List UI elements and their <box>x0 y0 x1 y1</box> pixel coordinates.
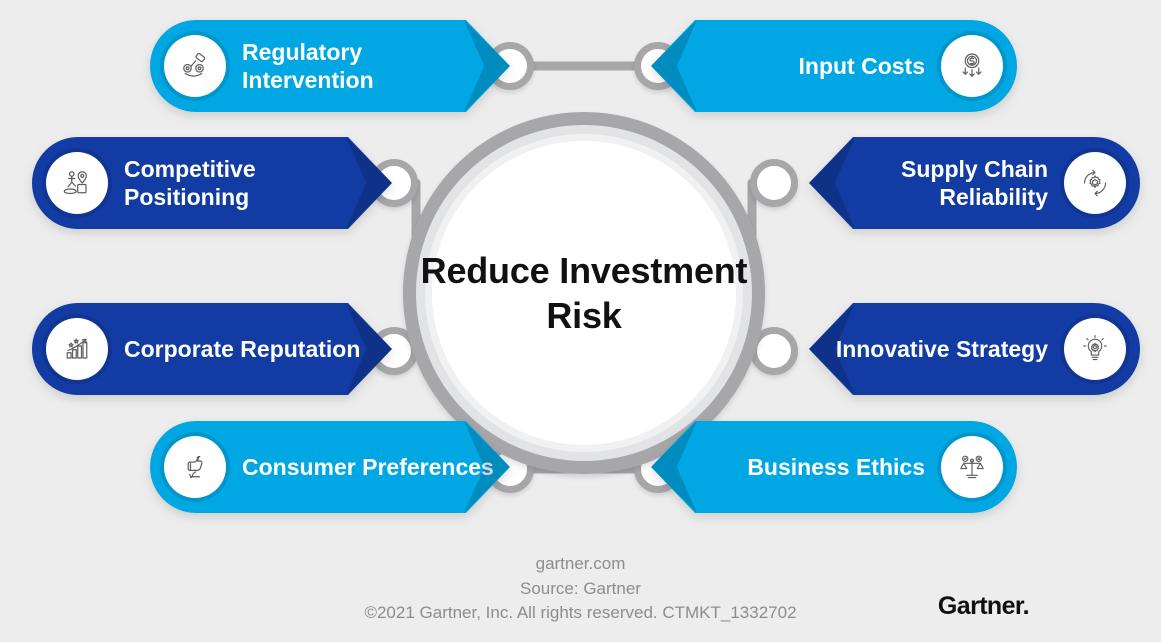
banner-supply-chain-reliability[interactable]: Supply Chain Reliability <box>809 137 1140 229</box>
gartner-logo: Gartner. <box>937 592 1030 620</box>
banner-competitive-positioning[interactable]: Competitive Positioning <box>32 137 392 229</box>
center-title: Reduce Investment Risk <box>420 250 748 336</box>
banner-input-costs[interactable]: Input Costs <box>651 20 1017 112</box>
balance-scales-icon <box>941 436 1003 498</box>
banner-label: Business Ethics <box>747 453 925 480</box>
center-hub: Reduce Investment Risk <box>403 112 765 474</box>
banner-label: Regulatory Intervention <box>242 38 374 93</box>
banner-fold <box>651 421 697 513</box>
thumbs-up-hands-icon <box>164 436 226 498</box>
climber-pin-icon <box>46 152 108 214</box>
banner-corporate-reputation[interactable]: Corporate Reputation <box>32 303 392 395</box>
footer-line-source: Source: Gartner <box>520 578 641 598</box>
bar-chart-stars-icon <box>46 318 108 380</box>
banner-label: Competitive Positioning <box>124 155 256 210</box>
gear-cycle-box-icon <box>1064 152 1126 214</box>
footer: gartner.com Source: Gartner ©2021 Gartne… <box>0 552 1161 626</box>
banner-consumer-preferences[interactable]: Consumer Preferences <box>150 421 510 513</box>
banner-fold <box>651 20 697 112</box>
gavel-gears-icon <box>164 35 226 97</box>
banner-business-ethics[interactable]: Business Ethics <box>651 421 1017 513</box>
footer-line-copyright: ©2021 Gartner, Inc. All rights reserved.… <box>364 603 797 623</box>
coin-down-arrows-icon <box>941 35 1003 97</box>
footer-line-website: gartner.com <box>535 554 626 573</box>
lightbulb-gear-icon <box>1064 318 1126 380</box>
hub-core <box>432 141 736 445</box>
banner-label: Corporate Reputation <box>124 335 361 362</box>
banner-label: Input Costs <box>798 52 926 79</box>
banner-label: Supply Chain Reliability <box>901 155 1048 210</box>
banner-regulatory-intervention[interactable]: Regulatory Intervention <box>150 20 510 112</box>
banner-innovative-strategy[interactable]: Innovative Strategy <box>809 303 1140 395</box>
banner-label: Innovative Strategy <box>835 335 1048 362</box>
banner-label: Consumer Preferences <box>242 453 494 480</box>
